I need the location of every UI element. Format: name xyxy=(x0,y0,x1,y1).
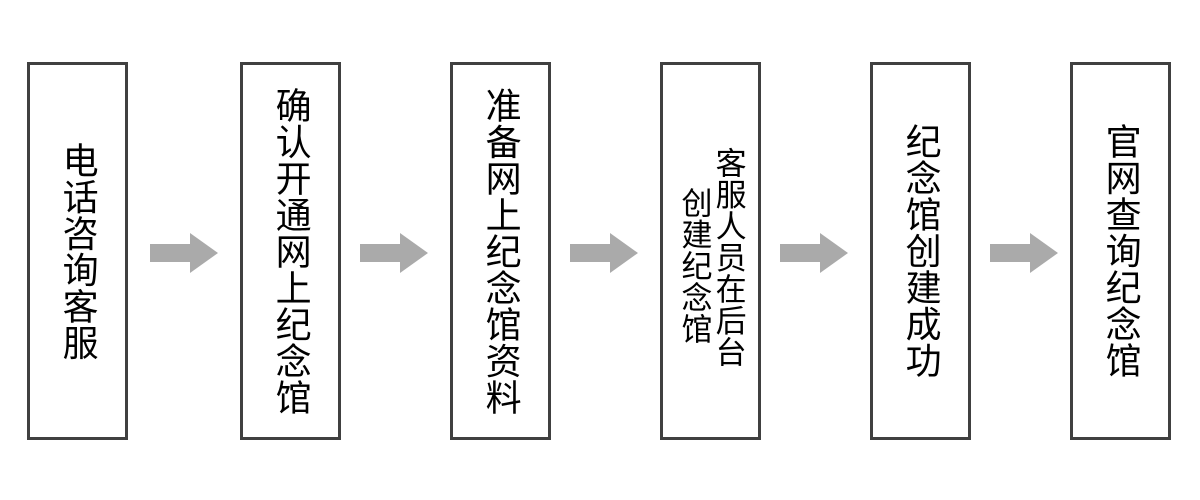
right-arrow-icon xyxy=(570,233,638,273)
right-arrow-icon xyxy=(150,233,218,273)
flow-node-4[interactable]: 客服人员在后台 创建纪念馆 xyxy=(660,62,761,440)
flow-node-6[interactable]: 官网查询纪念馆 xyxy=(1070,62,1171,440)
right-arrow-icon xyxy=(990,233,1058,273)
flow-node-5-label: 纪念馆创建成功 xyxy=(900,123,942,379)
flow-node-2[interactable]: 确认开通网上纪念馆 xyxy=(240,62,341,440)
flow-node-4-label-secondary: 创建纪念馆 xyxy=(676,187,712,345)
flow-node-3[interactable]: 准备网上纪念馆资料 xyxy=(450,62,551,440)
flow-arrow-4 xyxy=(780,233,848,273)
flow-node-6-label: 官网查询纪念馆 xyxy=(1100,123,1142,379)
flow-arrow-5 xyxy=(990,233,1058,273)
flow-node-2-label: 确认开通网上纪念馆 xyxy=(270,86,312,416)
flow-node-4-label-primary: 客服人员在后台 xyxy=(710,147,746,368)
right-arrow-icon xyxy=(780,233,848,273)
flow-node-3-label: 准备网上纪念馆资料 xyxy=(480,86,522,416)
flow-arrow-3 xyxy=(570,233,638,273)
flow-node-5[interactable]: 纪念馆创建成功 xyxy=(870,62,971,440)
flow-arrow-1 xyxy=(150,233,218,273)
flow-node-1-label: 电话咨询客服 xyxy=(57,141,99,361)
flow-node-1[interactable]: 电话咨询客服 xyxy=(27,62,128,440)
right-arrow-icon xyxy=(360,233,428,273)
flow-arrow-2 xyxy=(360,233,428,273)
